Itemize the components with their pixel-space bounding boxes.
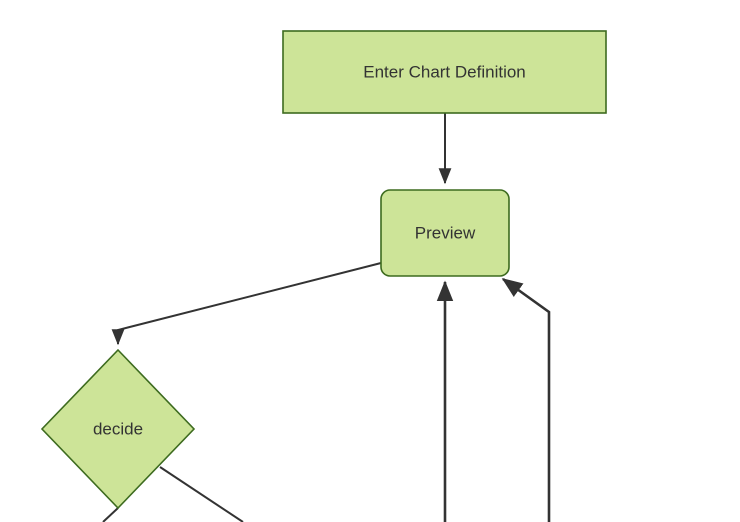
node-decide[interactable]: decide: [40, 348, 196, 510]
node-preview[interactable]: Preview: [380, 189, 510, 277]
edge-layer: [102, 113, 551, 522]
node-preview-shape[interactable]: [380, 189, 510, 277]
edge-preview-to-decide: [111, 262, 382, 346]
node-enter-chart-definition[interactable]: Enter Chart Definition: [282, 30, 607, 114]
node-enter-chart-definition-shape[interactable]: [282, 30, 607, 114]
node-decide-shape[interactable]: [40, 348, 196, 510]
edge-bottom-right-to-preview: [501, 277, 551, 522]
edge-decide-right-outgoing: [159, 466, 244, 522]
edge-decide-bottom-outgoing: [102, 507, 119, 522]
